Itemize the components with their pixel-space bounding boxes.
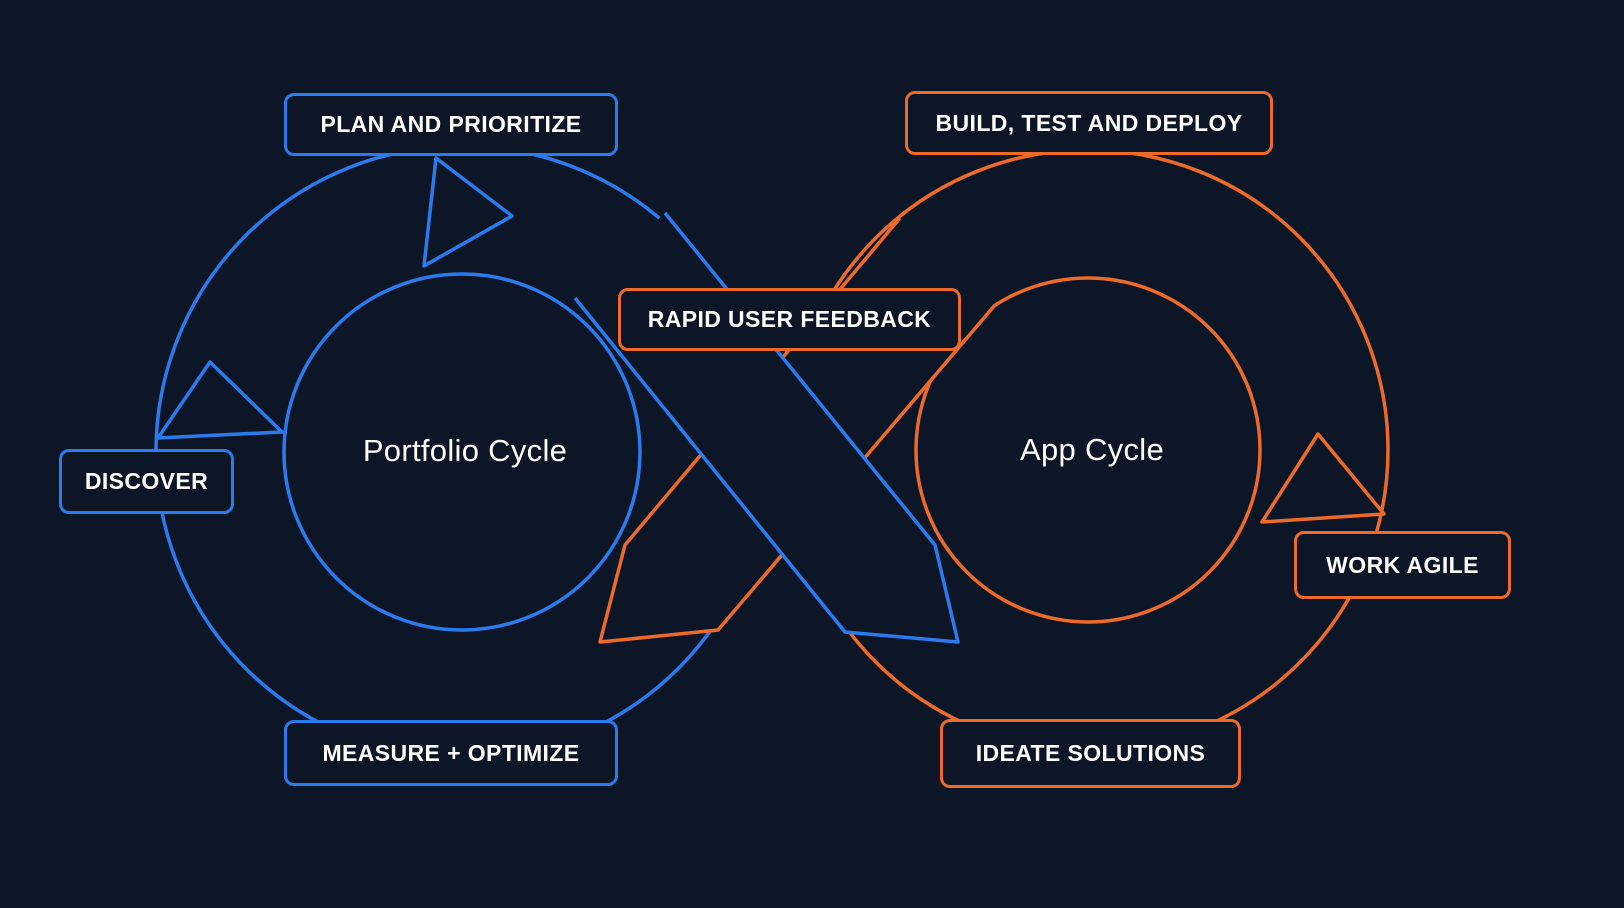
node-label: IDEATE SOLUTIONS xyxy=(975,740,1206,766)
portfolio-ring-inner xyxy=(282,272,642,632)
portfolio-arrowhead-left-icon xyxy=(156,360,284,440)
node-label: RAPID USER FEEDBACK xyxy=(647,306,932,332)
node-build-test-and-deploy: BUILD, TEST AND DEPLOY xyxy=(905,91,1273,155)
app-arrowhead-right-icon xyxy=(1260,432,1386,524)
node-label: DISCOVER xyxy=(84,468,209,494)
node-ideate-solutions: IDEATE SOLUTIONS xyxy=(940,719,1241,788)
portfolio-arrowhead-top-icon xyxy=(422,156,514,268)
node-work-agile: WORK AGILE xyxy=(1294,531,1511,599)
app-cycle-title: App Cycle xyxy=(1020,432,1164,467)
node-label: WORK AGILE xyxy=(1326,551,1479,578)
portfolio-cross-band xyxy=(573,211,960,644)
app-ring-inner xyxy=(914,276,1262,624)
node-plan-and-prioritize: PLAN AND PRIORITIZE xyxy=(284,93,618,156)
node-label: BUILD, TEST AND DEPLOY xyxy=(935,109,1243,136)
portfolio-cycle-title: Portfolio Cycle xyxy=(362,433,568,468)
node-label: PLAN AND PRIORITIZE xyxy=(320,111,582,137)
node-measure-optimize: MEASURE + OPTIMIZE xyxy=(284,720,618,786)
node-rapid-user-feedback: RAPID USER FEEDBACK xyxy=(618,288,961,351)
node-discover: DISCOVER xyxy=(59,449,234,514)
node-label: MEASURE + OPTIMIZE xyxy=(322,739,580,766)
